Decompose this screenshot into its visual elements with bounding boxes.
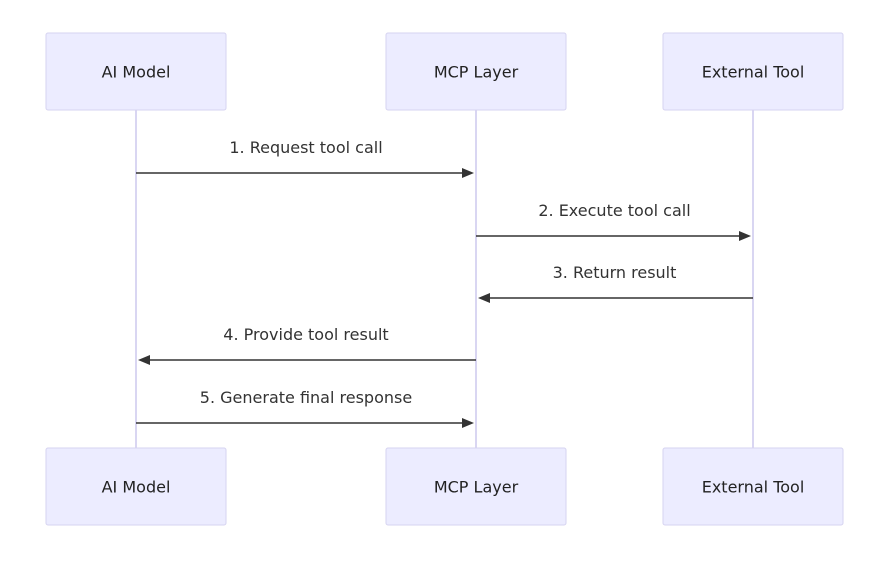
arrowhead-icon: [462, 168, 474, 178]
arrowhead-icon: [138, 355, 150, 365]
arrowhead-icon: [739, 231, 751, 241]
participant-box: [662, 32, 844, 111]
participant-label: External Tool: [702, 63, 805, 82]
participant-ai-bottom: AI Model: [45, 447, 227, 526]
message-5: 5. Generate final response: [136, 388, 474, 428]
arrowhead-icon: [462, 418, 474, 428]
participant-label: External Tool: [702, 478, 805, 497]
arrowhead-icon: [478, 293, 490, 303]
participant-box: [45, 447, 227, 526]
participant-mcp-bottom: MCP Layer: [385, 447, 567, 526]
message-label: 3. Return result: [553, 263, 677, 282]
message-label: 1. Request tool call: [229, 138, 382, 157]
participant-box: [385, 447, 567, 526]
participant-label: MCP Layer: [434, 478, 519, 497]
participant-box: [385, 32, 567, 111]
participant-ai-top: AI Model: [45, 32, 227, 111]
participant-label: MCP Layer: [434, 63, 519, 82]
message-2: 2. Execute tool call: [476, 201, 751, 241]
message-label: 4. Provide tool result: [223, 325, 388, 344]
participant-box: [662, 447, 844, 526]
lifelines: [135, 110, 754, 448]
participants-bottom: AI Model MCP Layer External Tool: [45, 447, 844, 526]
participant-mcp-top: MCP Layer: [385, 32, 567, 111]
message-label: 2. Execute tool call: [538, 201, 690, 220]
participant-tool-bottom: External Tool: [662, 447, 844, 526]
participant-box: [45, 32, 227, 111]
messages: 1. Request tool call 2. Execute tool call…: [136, 138, 753, 428]
participants-top: AI Model MCP Layer External Tool: [45, 32, 844, 111]
participant-tool-top: External Tool: [662, 32, 844, 111]
message-4: 4. Provide tool result: [138, 325, 476, 365]
message-label: 5. Generate final response: [200, 388, 412, 407]
participant-label: AI Model: [102, 478, 171, 497]
message-1: 1. Request tool call: [136, 138, 474, 178]
message-3: 3. Return result: [478, 263, 753, 303]
participant-label: AI Model: [102, 63, 171, 82]
